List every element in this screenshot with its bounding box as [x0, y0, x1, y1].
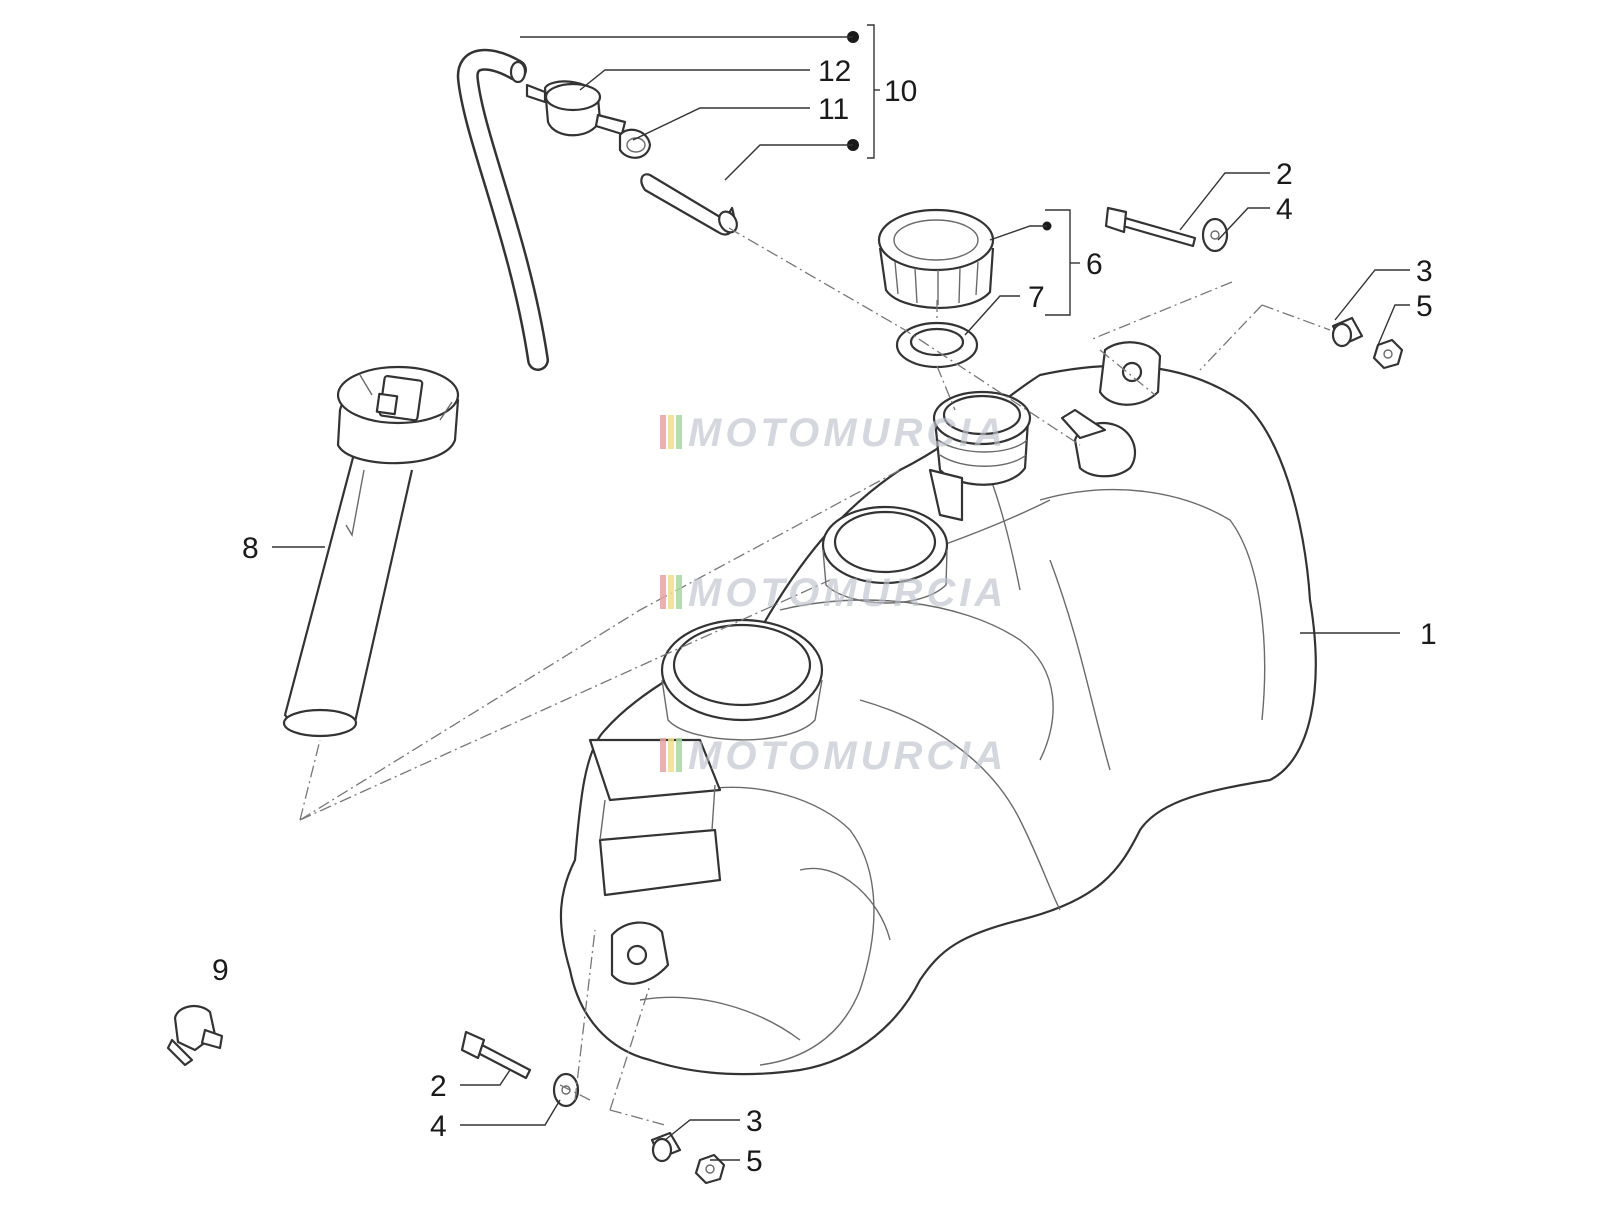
washer-lower: [552, 1072, 580, 1108]
assembly-lines: [299, 227, 1331, 1126]
fuel-cap: [877, 208, 995, 309]
watermark-text: MOTOMURCIA: [688, 571, 1007, 615]
callout-2-lower: 2: [430, 1070, 447, 1103]
fuel-tank: [559, 341, 1317, 1076]
watermark-middle: MOTOMURCIA: [660, 571, 1007, 615]
cap-gasket: [895, 321, 979, 369]
callout-1: 1: [1420, 618, 1437, 651]
washer-upper: [1201, 217, 1229, 253]
callout-8: 8: [242, 532, 259, 565]
fuel-level-sensor: [282, 365, 460, 738]
callout-3-upper: 3: [1416, 255, 1433, 288]
vent-hose: [456, 48, 549, 371]
spacer-upper: [1331, 316, 1364, 348]
hose-clamp: [618, 128, 652, 159]
callout-5-upper: 5: [1416, 290, 1433, 323]
nut-upper: [1372, 338, 1404, 370]
callout-5-lower: 5: [746, 1145, 763, 1178]
callout-9: 9: [212, 954, 229, 987]
callout-12: 12: [818, 55, 851, 88]
bolt-lower: [460, 1030, 532, 1080]
check-valve: [525, 80, 627, 137]
short-hose: [640, 173, 738, 236]
callout-3-lower: 3: [746, 1105, 763, 1138]
watermark-text: MOTOMURCIA: [688, 734, 1007, 778]
nut-lower: [694, 1153, 726, 1185]
callout-10: 10: [884, 75, 917, 108]
callout-labels: 1 2 2 3 3 4 4 5 5 6 7 8 9 10 11 12: [212, 55, 1437, 1178]
watermark-text: MOTOMURCIA: [688, 411, 1007, 455]
callout-2-upper: 2: [1276, 158, 1293, 191]
callout-4-lower: 4: [430, 1110, 447, 1143]
callout-4-upper: 4: [1276, 193, 1293, 226]
bolt-upper: [1104, 206, 1197, 248]
leader-lines: [272, 24, 1410, 1161]
hose-clip: [166, 1004, 224, 1067]
callout-7: 7: [1028, 281, 1045, 314]
callout-6: 6: [1086, 248, 1103, 281]
watermark-bottom: MOTOMURCIA: [660, 734, 1007, 778]
callout-11: 11: [818, 93, 849, 126]
spacer-lower: [650, 1131, 682, 1163]
watermark-top: MOTOMURCIA: [660, 411, 1007, 455]
